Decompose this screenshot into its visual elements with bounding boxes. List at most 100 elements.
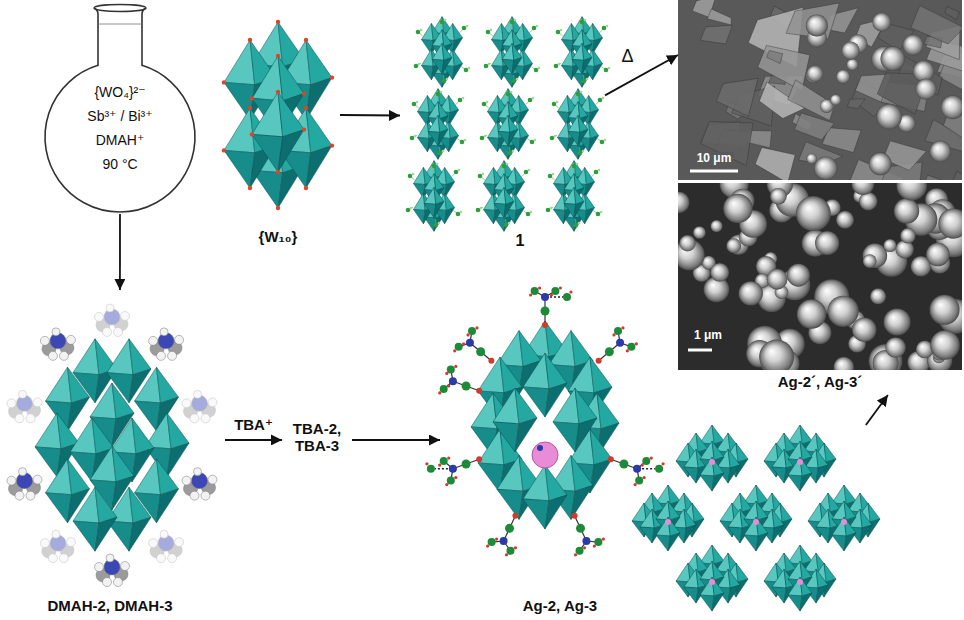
- octahedron-face: [684, 587, 698, 603]
- octahedron-face: [578, 102, 588, 119]
- octahedron-face: [167, 413, 189, 449]
- octahedron: [564, 187, 584, 217]
- hydrogen-atom: [505, 553, 508, 556]
- hydrogen-atom: [445, 372, 448, 375]
- cation-atom: [436, 163, 439, 166]
- cation-atom: [512, 150, 515, 153]
- octahedron-face: [523, 353, 549, 389]
- dmf-ligand: [438, 365, 482, 395]
- octahedron: [744, 501, 768, 535]
- octahedron-face: [684, 509, 696, 528]
- microsphere: [872, 13, 891, 32]
- octahedron-face: [484, 210, 496, 224]
- octahedron: [502, 43, 522, 73]
- microsphere: [710, 220, 722, 232]
- cation-atom: [440, 20, 445, 25]
- cation-atom: [534, 139, 537, 142]
- oxygen-atom: [330, 143, 334, 147]
- octahedron-face: [756, 533, 768, 551]
- hydrogen-atom: [425, 462, 428, 465]
- octahedron-face: [832, 535, 846, 551]
- cation-atom: [550, 136, 555, 141]
- octahedron-face: [728, 569, 740, 588]
- microsphere: [834, 357, 854, 370]
- octahedron-face: [497, 489, 523, 519]
- cation-atom: [578, 151, 583, 156]
- octahedron-face: [589, 96, 599, 113]
- cation-atom: [510, 20, 515, 25]
- octahedron-face: [488, 96, 500, 113]
- dma-cation: [40, 530, 75, 563]
- octahedron: [656, 501, 680, 535]
- octahedron-face: [554, 168, 566, 185]
- oxygen-atom: [512, 513, 518, 519]
- cation-atom: [410, 136, 415, 141]
- carbon-atom: [462, 459, 471, 468]
- reagent-text: Sb³⁺ / Bi³⁺: [87, 108, 152, 124]
- octahedron-face: [736, 563, 748, 582]
- cation-atom: [512, 79, 517, 84]
- octahedron-face: [484, 168, 496, 185]
- octahedron-face: [828, 493, 840, 512]
- cation-atom: [576, 92, 581, 97]
- cation-atom: [468, 67, 471, 70]
- atom-sphere: [175, 538, 184, 547]
- cation-atom: [412, 102, 417, 107]
- cation-atom: [582, 79, 587, 84]
- cation-atom: [602, 97, 605, 100]
- cation-atom: [502, 164, 507, 169]
- octahedron-face: [816, 509, 830, 528]
- octahedron-face: [736, 443, 748, 462]
- octahedron-face: [497, 455, 523, 491]
- cation-atom: [484, 64, 489, 69]
- octahedron-face: [860, 509, 872, 528]
- microsphere: [815, 231, 839, 255]
- octahedron-face: [414, 168, 426, 185]
- octahedron: [788, 425, 812, 459]
- dmf-ligand: [486, 513, 518, 557]
- silver-centre: [753, 519, 759, 525]
- octahedron-face: [554, 193, 566, 210]
- nitrogen-atom: [582, 537, 590, 545]
- cation-atom: [516, 78, 519, 81]
- octahedron-face: [816, 527, 830, 543]
- cation-atom: [556, 30, 561, 35]
- cation-atom: [508, 151, 513, 156]
- microsphere: [852, 318, 876, 342]
- octahedron-face: [800, 561, 812, 580]
- cation-atom: [550, 207, 553, 210]
- cation-atom: [412, 173, 415, 176]
- cation-atom: [548, 174, 553, 179]
- octahedron-face: [808, 503, 822, 522]
- octahedron-face: [418, 138, 430, 152]
- cation-atom: [576, 163, 579, 166]
- octahedron-face: [574, 188, 584, 204]
- octahedron-face: [46, 459, 72, 495]
- crystal-plate: [795, 113, 835, 140]
- octahedron-face: [68, 397, 90, 431]
- octahedron-face: [728, 585, 740, 603]
- octahedron-face: [700, 475, 714, 491]
- cation-atom: [598, 98, 603, 103]
- dma-cation: [7, 468, 42, 501]
- crystal-lattice: [406, 17, 611, 232]
- silver-centre: [797, 579, 803, 585]
- cation-atom: [532, 97, 535, 100]
- octahedron-face: [800, 425, 812, 444]
- hydrogen-atom: [475, 326, 478, 329]
- carbon-atom: [506, 547, 514, 555]
- octahedron-face: [597, 393, 619, 429]
- cluster-structure: DMAH-2, DMAH-3: [0, 290, 225, 620]
- atom-sphere: [103, 328, 112, 337]
- crystal-plate: [700, 25, 732, 44]
- cation-atom: [440, 91, 443, 94]
- octahedron-face: [449, 121, 459, 138]
- octahedron-face: [132, 418, 154, 454]
- microsphere: [814, 156, 838, 180]
- atom-sphere: [40, 539, 49, 548]
- microsphere: [883, 239, 896, 252]
- oxygen-atom: [276, 170, 280, 174]
- carbon-atom: [462, 382, 471, 391]
- carbon-atom: [627, 343, 635, 351]
- octahedron-face: [824, 563, 836, 582]
